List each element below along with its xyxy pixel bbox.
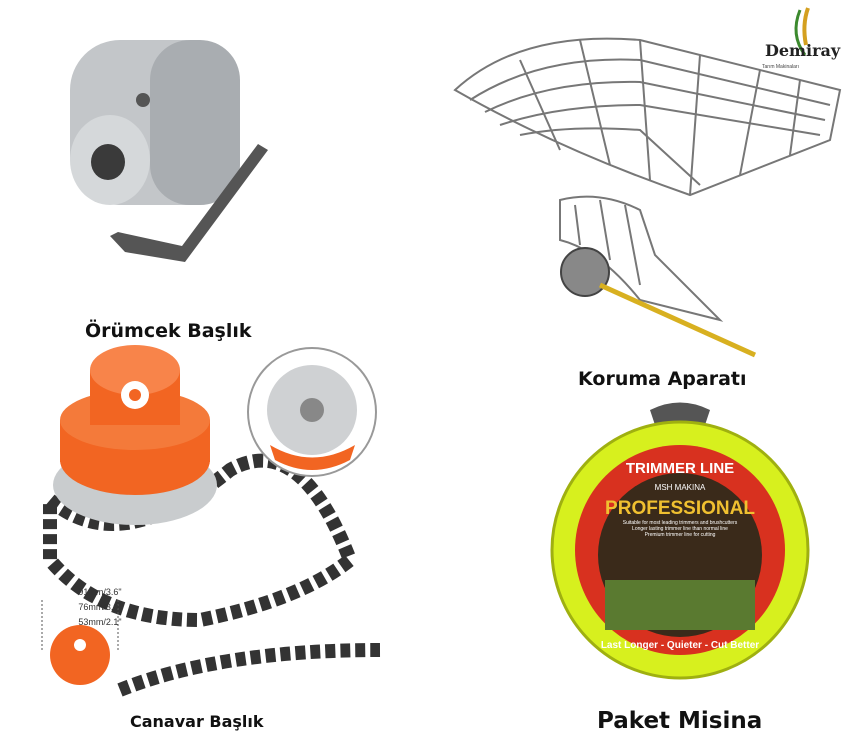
demiray-logo: Demiray	[765, 7, 841, 60]
spider-head-image	[70, 40, 268, 262]
package-slogan: Last Longer - Quieter - Cut Better	[600, 640, 760, 651]
caption-trimmer-line: Paket Misina	[597, 708, 763, 734]
trimmer-line-image	[550, 402, 810, 680]
hex-key-icon	[110, 144, 268, 262]
dim-91: 91mm/3.6"	[78, 587, 122, 597]
caption-spider-head: Örümcek Başlık	[85, 320, 252, 342]
logo-text: Demiray	[765, 41, 841, 60]
package-feature: Premium trimmer line for cutting	[644, 532, 716, 538]
guard-image	[453, 37, 842, 358]
dim-76: 76mm/3.0"	[78, 602, 122, 612]
package-feature: Suitable for most leading trimmers and b…	[622, 520, 738, 526]
package-label: TRIMMER LINE MSH MAKINA PROFESSIONAL Sui…	[590, 460, 770, 538]
logo-subtitle: Tarım Makinaları	[762, 64, 799, 70]
dim-53: 53mm/2.1"	[78, 617, 122, 627]
package-headline: PROFESSIONAL	[605, 498, 755, 519]
package-title: TRIMMER LINE	[625, 460, 735, 477]
caption-guard: Koruma Aparatı	[578, 368, 747, 390]
caption-monster-head: Canavar Başlık	[130, 712, 264, 731]
monster-head-image	[41, 345, 381, 697]
package-feature: Longer lasting trimmer line than normal …	[632, 526, 728, 532]
dimension-labels: 91mm/3.6" 76mm/3.0" 53mm/2.1"	[60, 585, 140, 630]
package-brand: MSH MAKINA	[654, 483, 706, 492]
